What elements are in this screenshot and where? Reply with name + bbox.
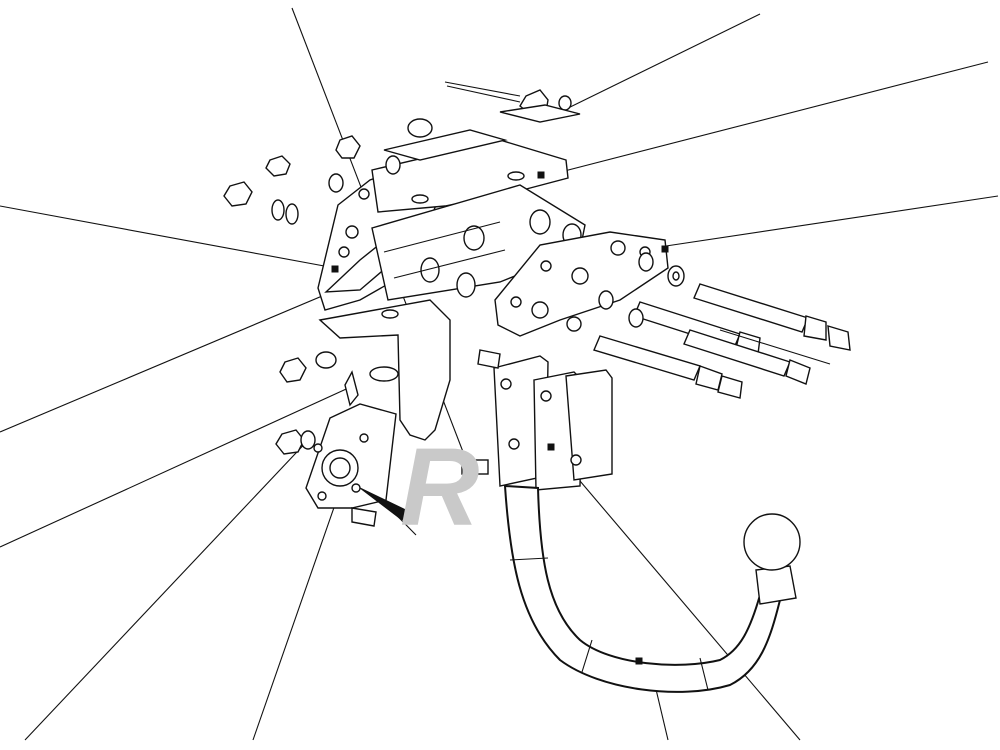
right-fasteners bbox=[598, 252, 685, 328]
right-bracket-label-tag bbox=[661, 245, 669, 253]
socket-mounting-plate bbox=[305, 403, 411, 527]
bracket-label-tag bbox=[331, 265, 339, 273]
top-crossmember-plate bbox=[371, 129, 569, 213]
tow-arm-label-tag bbox=[635, 657, 643, 665]
left-fasteners bbox=[223, 81, 581, 455]
watermark-logo: R bbox=[400, 426, 479, 549]
center-drop-bracket bbox=[318, 299, 489, 475]
plate-label-tag bbox=[537, 171, 545, 179]
leader-line bbox=[665, 195, 999, 247]
leader-line bbox=[544, 61, 989, 177]
receiver-label-tag bbox=[547, 443, 555, 451]
tow-arm bbox=[503, 484, 782, 693]
receiver-block bbox=[477, 349, 613, 491]
leader-line bbox=[252, 495, 339, 741]
leader-line bbox=[551, 447, 801, 741]
leader-line bbox=[24, 435, 313, 741]
central-crossbar-tubes bbox=[371, 184, 586, 301]
leader-line bbox=[559, 13, 761, 113]
leader-line bbox=[0, 384, 356, 548]
tow-ball bbox=[743, 513, 801, 605]
leader-line bbox=[0, 205, 336, 269]
watermark-text: R bbox=[400, 426, 479, 549]
mounting-bolts-right bbox=[593, 283, 851, 399]
right-side-bracket bbox=[494, 231, 669, 337]
